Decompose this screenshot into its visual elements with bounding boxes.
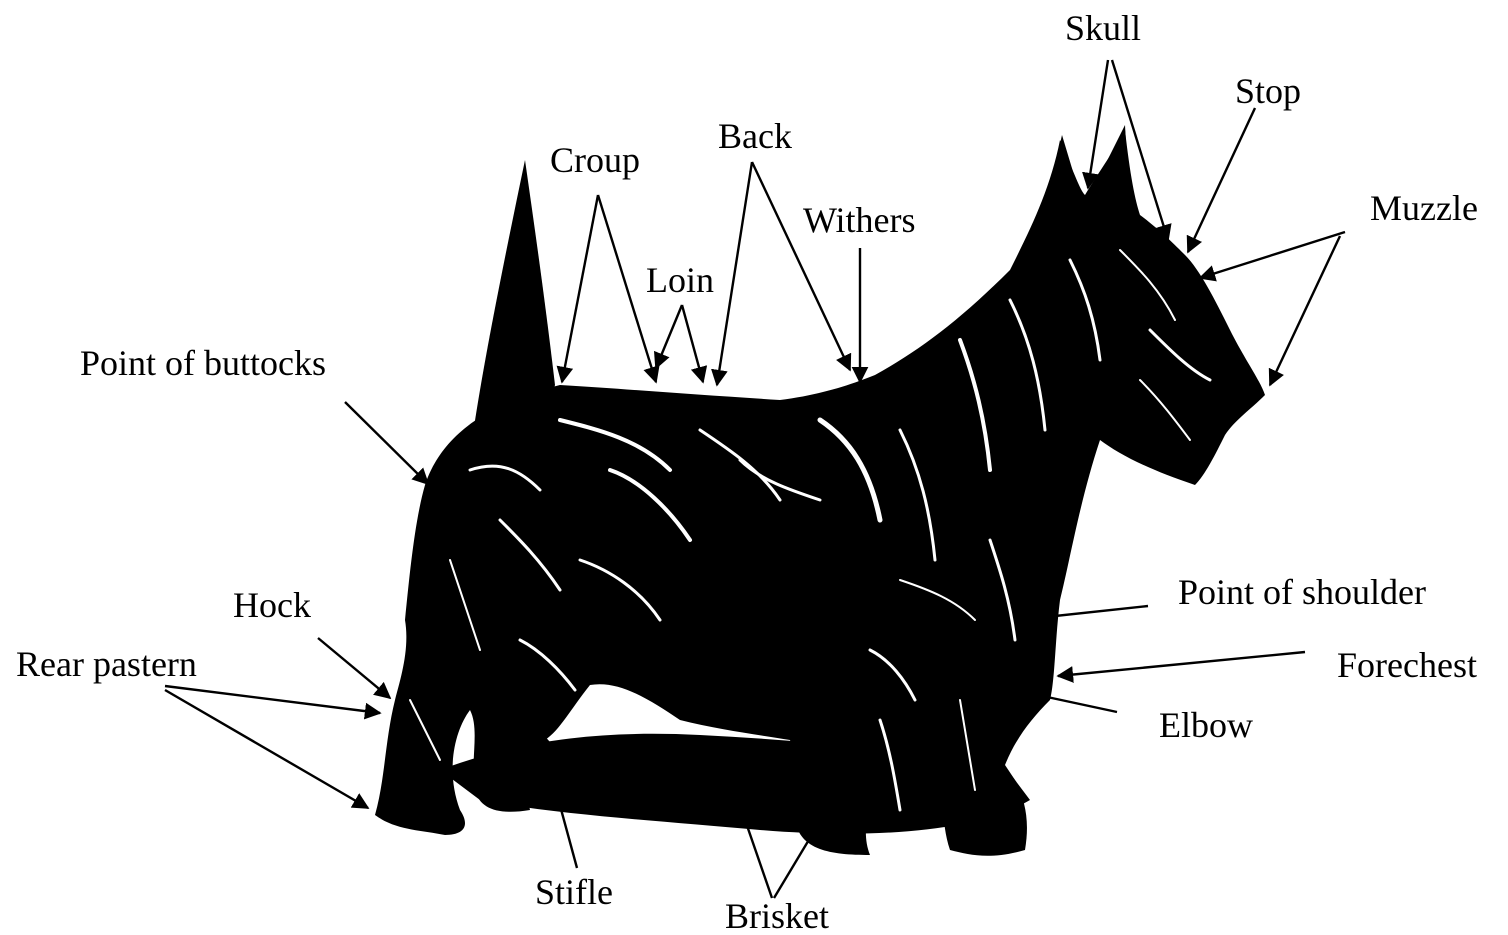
label-withers: Withers xyxy=(803,200,916,240)
label-brisket: Brisket xyxy=(725,896,829,935)
label-muzzle: Muzzle xyxy=(1370,188,1478,228)
label-point-of-shoulder: Point of shoulder xyxy=(1178,572,1426,612)
label-hock: Hock xyxy=(233,585,311,625)
label-stop: Stop xyxy=(1235,71,1301,111)
label-skull: Skull xyxy=(1065,8,1141,48)
label-stifle: Stifle xyxy=(535,872,613,912)
label-forechest: Forechest xyxy=(1337,645,1477,685)
label-back: Back xyxy=(718,116,792,156)
label-rear-pastern: Rear pastern xyxy=(16,644,197,684)
label-croup: Croup xyxy=(550,140,640,180)
label-point-of-buttocks: Point of buttocks xyxy=(80,343,326,383)
label-loin: Loin xyxy=(646,260,714,300)
label-elbow: Elbow xyxy=(1159,705,1253,745)
